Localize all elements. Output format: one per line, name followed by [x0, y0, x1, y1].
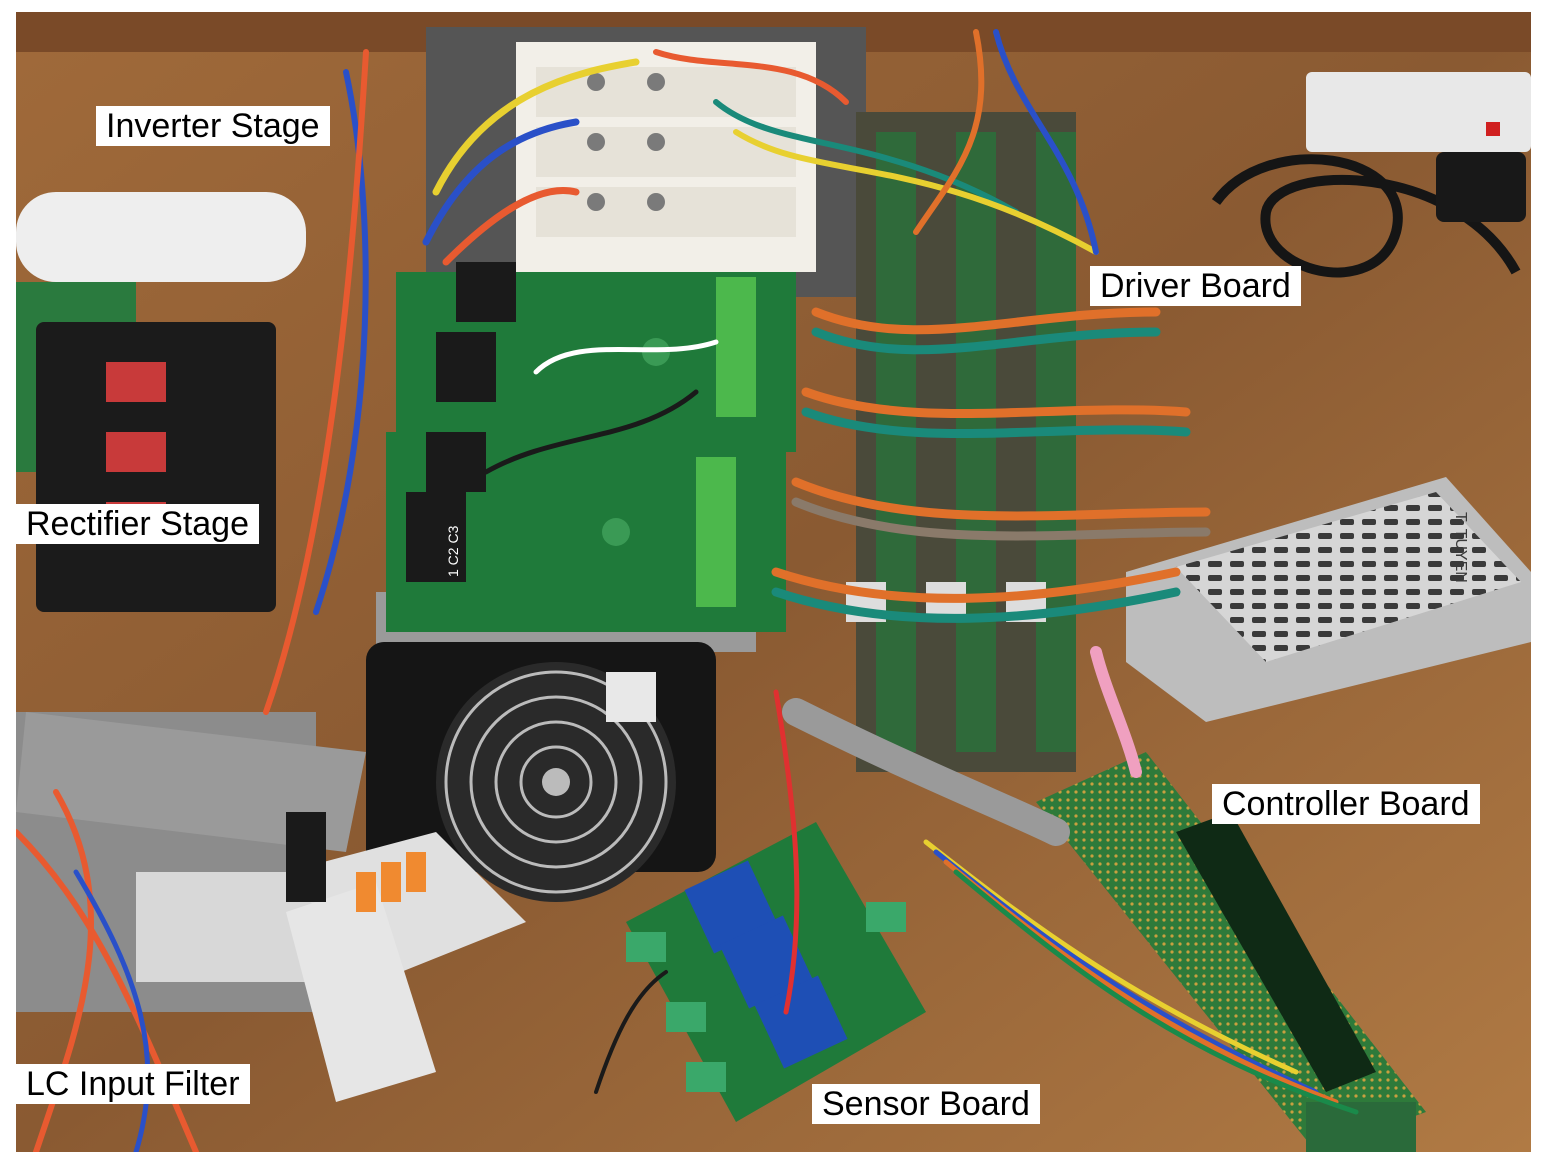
controller-board — [1036, 752, 1426, 1152]
lc-filter — [16, 712, 526, 1102]
power-strip-switch — [1486, 122, 1500, 136]
rectifier-pcbs: 1 C2 C3 — [376, 262, 796, 652]
photo: 1 C2 C3 T. TUYEN — [16, 12, 1531, 1152]
paper-roll — [16, 192, 306, 282]
label-sensor-board: Sensor Board — [812, 1084, 1040, 1124]
power-strip — [1306, 72, 1531, 152]
photo-svg: 1 C2 C3 T. TUYEN — [16, 12, 1531, 1152]
black-cable-coil — [1211, 154, 1521, 278]
label-lc-input-filter: LC Input Filter — [16, 1064, 250, 1104]
driver-boards — [846, 112, 1076, 772]
inverter-modules — [426, 27, 866, 297]
power-supply-brand: T. TUYEN — [1452, 512, 1469, 583]
label-rectifier-stage: Rectifier Stage — [16, 504, 259, 544]
power-plug — [1436, 152, 1526, 222]
power-supply: T. TUYEN — [1126, 477, 1531, 722]
sensor-board — [626, 822, 926, 1122]
label-controller-board: Controller Board — [1212, 784, 1480, 824]
cooling-fan — [366, 642, 716, 902]
rectifier-terminal-marks: 1 C2 C3 — [445, 525, 461, 577]
label-driver-board: Driver Board — [1090, 266, 1301, 306]
wiring — [16, 29, 1359, 1152]
label-inverter-stage: Inverter Stage — [96, 106, 330, 146]
